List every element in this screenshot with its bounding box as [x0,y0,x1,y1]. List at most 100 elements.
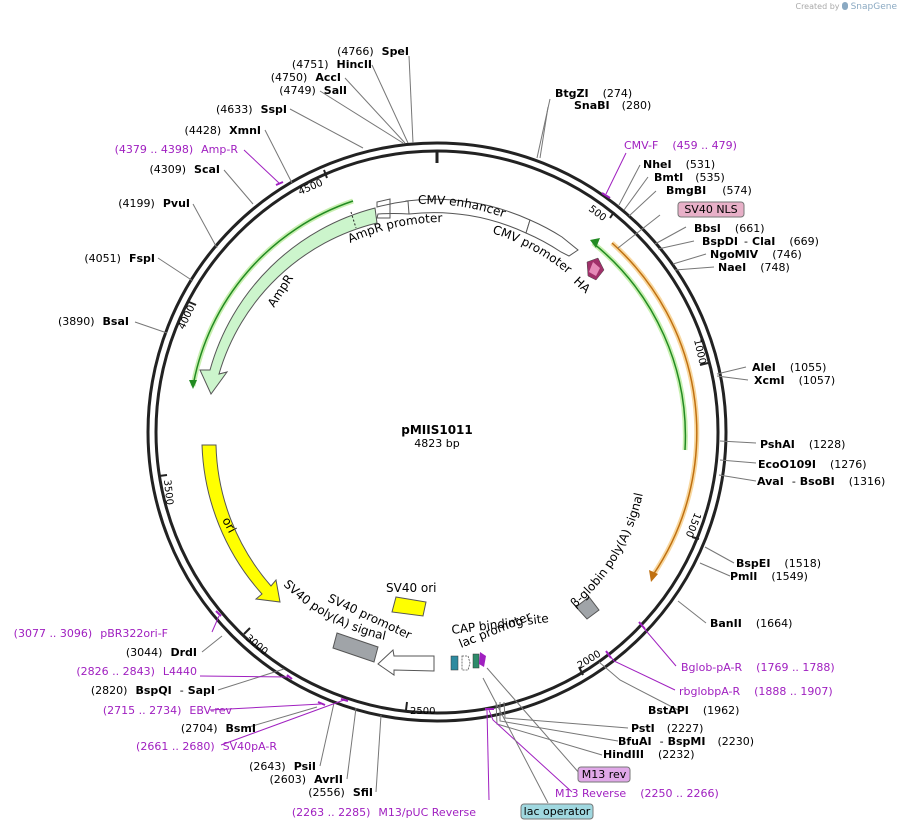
sv40-nls-tag[interactable]: SV40 NLS [677,201,745,218]
primer-ebv-rev: (2715 .. 2734)EBV-rev [103,704,233,717]
primer-m13-reverse: M13 Reverse(2250 .. 2266) [555,787,719,800]
ampr-split-marker [350,211,357,229]
enzyme-sali: (4749)SalI [279,84,347,97]
lac-operator-label: lac operator [524,805,591,818]
bglobin-polya-label: β-globin poly(A) signal [568,491,646,610]
enzyme-bmti: BmtI(535) [654,171,725,184]
enzyme-xmni: (4428)XmnI [185,124,261,137]
sv40-nls-leader [617,214,661,249]
tick-label-1000: 1000 [691,338,707,365]
ampr-orf-inner [192,200,354,387]
enzyme-naei: NaeI(748) [718,261,790,274]
enzyme-leaders [134,55,757,793]
ori-label: ori [219,515,239,535]
enzyme-avrii: (2603)AvrII [270,773,343,786]
enzyme-bsai: (3890)BsaI [58,315,129,328]
enzyme-xcmi: XcmI(1057) [754,374,835,387]
enzyme-nhei: NheI(531) [643,158,715,171]
m13-rev-tag[interactable]: M13 rev [577,766,631,783]
enzyme-hindiii: HindIII(2232) [603,748,695,761]
primer-mark-ebv [317,701,326,706]
tick-label-2500: 2500 [410,706,435,717]
enzyme-psii: (2643)PsiI [249,760,316,773]
plasmid-name: pMIIS1011 [401,423,473,437]
tick-label-3500: 3500 [161,479,175,505]
tick-500: 500 [586,204,615,224]
tick-3500: 3500 [158,474,175,506]
enzyme-alei: AleI(1055) [752,361,826,374]
primer-cmv-f: CMV-F(459 .. 479) [624,139,737,152]
backbone-outer-ring [146,141,728,723]
primer-pbr322ori-f: (3077 .. 3096)pBR322ori-F [14,627,168,640]
ampr-orf-head [189,380,197,389]
enzyme-sspi: (4633)SspI [216,103,287,116]
cmv-promoter-arrow[interactable] [525,219,579,257]
tick-2500: 2500 [405,701,435,717]
enzyme-acci: (4750)AccI [271,71,341,84]
enzyme-bmgbi: BmgBI(574) [666,184,752,197]
credit-prefix: Created by [795,2,840,11]
enzyme-btgzi: BtgZI(274) [555,87,632,100]
tick-label-3000: 3000 [243,633,270,658]
m13-rev-leader [486,667,581,775]
enzyme-fspi: (4051)FspI [84,252,155,265]
primer-sv40pa-r: (2661 .. 2680)SV40pA-R [136,740,277,753]
enzyme-drdi: (3044)DrdI [126,646,197,659]
enzyme-pvui: (4199)PvuI [118,197,190,210]
ampr-promoter-arrow[interactable] [376,198,410,219]
tick-label-4500: 4500 [297,178,325,198]
enzyme-bsmi: (2704)BsmI [181,722,256,735]
main-orf-orange-line [611,242,698,576]
plasmid-length: 4823 bp [414,437,459,450]
sv40-ori-box[interactable] [391,596,427,617]
lac-operator-box[interactable] [472,653,480,669]
ori-arrow[interactable] [201,444,281,603]
enzyme-bspei: BspEI(1518) [736,557,821,570]
enzyme-avai: AvaI-BsoBI(1316) [757,475,885,488]
sv40-polya-box[interactable] [332,632,379,663]
enzyme-pmli: PmlI(1549) [730,570,808,583]
snapgene-credit: Created by SnapGene [795,2,897,12]
sv40-promoter-arrow[interactable] [377,648,435,676]
enzyme-bstapi: BstAPI(1962) [648,704,739,717]
m13-rev-label: M13 rev [582,768,627,781]
m13-rev-arrow[interactable] [479,652,486,667]
primer-bglob-pa-r: Bglob-pA-R(1769 .. 1788) [681,661,835,674]
enzyme-spei: (4766)SpeI [337,45,409,58]
enzyme-snabi: SnaBI(280) [574,99,651,112]
bglobin-polya-box[interactable] [575,596,600,620]
enzyme-bfuai: BfuAI-BspMI(2230) [618,735,754,748]
primer-mark-amp-r [275,181,284,186]
enzyme-ngomiv: NgoMIV(746) [710,248,802,261]
ampr-arrow[interactable] [199,207,378,395]
primer-mark-cmv-f [601,192,611,199]
enzyme-banii: BanII(1664) [710,617,792,630]
credit-brand: SnapGene [850,2,897,12]
primer-m13-puc-reverse: (2263 .. 2285)M13/pUC Reverse [292,806,476,819]
cap-binding-site-box[interactable] [450,655,459,671]
sv40-nls-label: SV40 NLS [684,203,737,216]
enzyme-eco0109i: EcoO109I(1276) [758,458,867,471]
enzyme-psti: PstI(2227) [631,722,703,735]
main-orf-orange-head [649,570,658,582]
lac-operator-leader [482,677,549,804]
enzyme-hincii: (4751)HincII [292,58,372,71]
primer-rbglobpa-r: rbglobpA-R(1888 .. 1907) [679,685,833,698]
svg-text:β-globin poly(A) signal: β-globin poly(A) signal [568,491,646,610]
ha-tag-lower [589,262,600,276]
primer-mark-pbr322 [215,610,222,617]
enzyme-bbsi: BbsI(661) [694,222,765,235]
enzyme-bspqi: (2820)BspQI-SapI [91,684,215,697]
lac-promoter-arrow[interactable] [461,655,471,671]
primer-mark-sv40pa [340,698,349,702]
sv40-nls-orf-green-line [592,242,687,451]
sv40-ori-label: SV40 ori [386,581,437,595]
sv40-nls-orf-green-head [590,238,600,248]
enzyme-sfii: (2556)SfiI [308,786,373,799]
lac-operator-tag[interactable]: lac operator [520,803,594,820]
primer-amp-r: (4379 .. 4398)Amp-R [115,143,239,156]
primer-l4440: (2826 .. 2843)L4440 [76,665,197,678]
primer-mark-l4440 [286,674,293,680]
enzyme-scai: (4309)ScaI [149,163,220,176]
